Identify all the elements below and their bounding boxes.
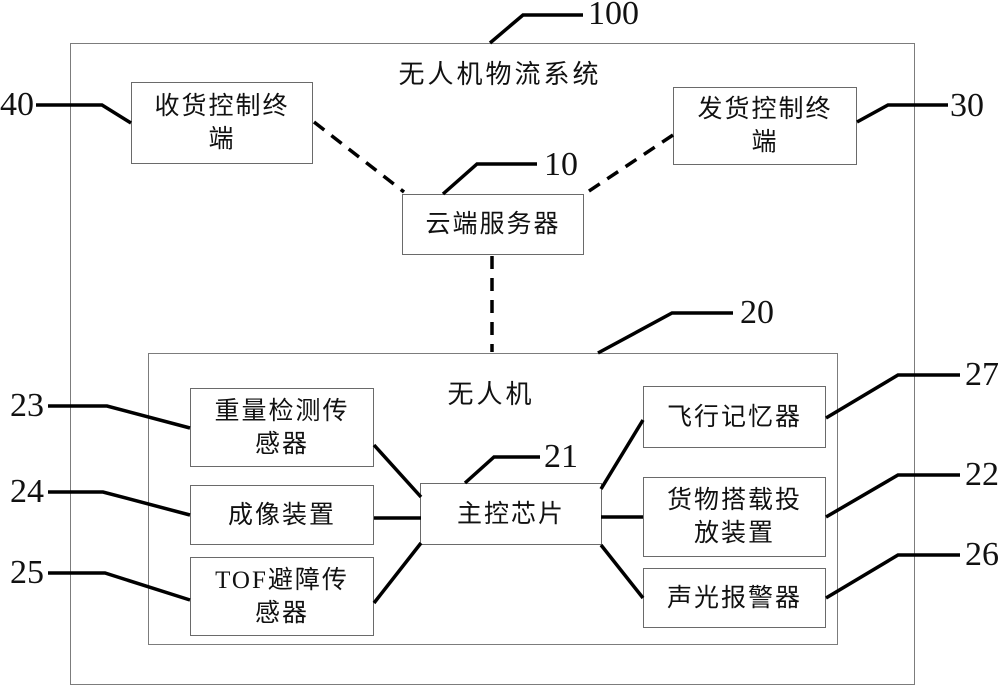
tof-sensor-box: TOF避障传 感器 xyxy=(190,557,374,636)
leader-line-24 xyxy=(48,490,191,517)
leader-line-21 xyxy=(463,455,540,485)
drone-title: 无人机 xyxy=(447,380,535,409)
leader-line-20 xyxy=(597,311,733,355)
cloud-server-label: 云端服务器 xyxy=(425,211,561,238)
main-chip-label: 主控芯片 xyxy=(456,500,565,528)
ref-23: 23 xyxy=(10,387,44,424)
cloud-server-box: 云端服务器 xyxy=(402,194,584,255)
flight-memory-label: 飞行记忆器 xyxy=(666,403,802,431)
system-title: 无人机物流系统 xyxy=(398,60,602,89)
leader-line-100 xyxy=(488,13,583,45)
ref-22: 22 xyxy=(965,456,999,493)
ref-30: 30 xyxy=(950,87,984,124)
ref-20: 20 xyxy=(740,294,774,331)
imaging-device-label: 成像装置 xyxy=(227,501,336,529)
cargo-device-box: 货物搭载投 放装置 xyxy=(643,477,826,557)
flight-memory-box: 飞行记忆器 xyxy=(643,386,826,448)
ref-27: 27 xyxy=(965,356,999,393)
system-outer-box xyxy=(70,43,915,685)
leader-line-30 xyxy=(856,103,948,124)
drone-inner-box xyxy=(148,353,838,645)
ref-26: 26 xyxy=(965,536,999,573)
link-weight-sensor-chip xyxy=(372,443,423,499)
main-chip-box: 主控芯片 xyxy=(420,483,602,545)
leader-line-26 xyxy=(825,553,960,600)
link-chip-flight-memory xyxy=(599,419,645,490)
leader-line-10 xyxy=(441,162,537,196)
dashed-link-receiving-cloud xyxy=(312,120,406,194)
alarm-label: 声光报警器 xyxy=(666,584,802,612)
leader-line-40 xyxy=(36,103,132,125)
cargo-device-label: 货物搭载投 放装置 xyxy=(666,487,802,547)
link-chip-alarm xyxy=(599,543,645,600)
ref-24: 24 xyxy=(10,473,44,510)
receiving-terminal-box: 收货控制终 端 xyxy=(131,82,313,164)
leader-line-25 xyxy=(48,571,191,602)
weight-sensor-label: 重量检测传 感器 xyxy=(214,397,350,458)
imaging-device-box: 成像装置 xyxy=(190,485,374,545)
dashed-link-shipping-cloud xyxy=(585,133,674,195)
ref-100: 100 xyxy=(588,0,639,32)
ref-10: 10 xyxy=(544,146,578,183)
link-tof-sensor-chip xyxy=(372,541,423,605)
alarm-box: 声光报警器 xyxy=(643,568,826,628)
tof-sensor-label: TOF避障传 感器 xyxy=(215,566,349,627)
ref-21: 21 xyxy=(544,438,578,475)
leader-line-22 xyxy=(825,473,960,519)
shipping-terminal-label: 发货控制终 端 xyxy=(697,96,833,156)
receiving-terminal-label: 收货控制终 端 xyxy=(154,93,290,153)
weight-sensor-box: 重量检测传 感器 xyxy=(190,388,374,467)
ref-25: 25 xyxy=(10,554,44,591)
leader-line-23 xyxy=(48,404,191,430)
leader-line-27 xyxy=(825,373,960,420)
shipping-terminal-box: 发货控制终 端 xyxy=(673,87,857,165)
ref-40: 40 xyxy=(0,86,34,123)
